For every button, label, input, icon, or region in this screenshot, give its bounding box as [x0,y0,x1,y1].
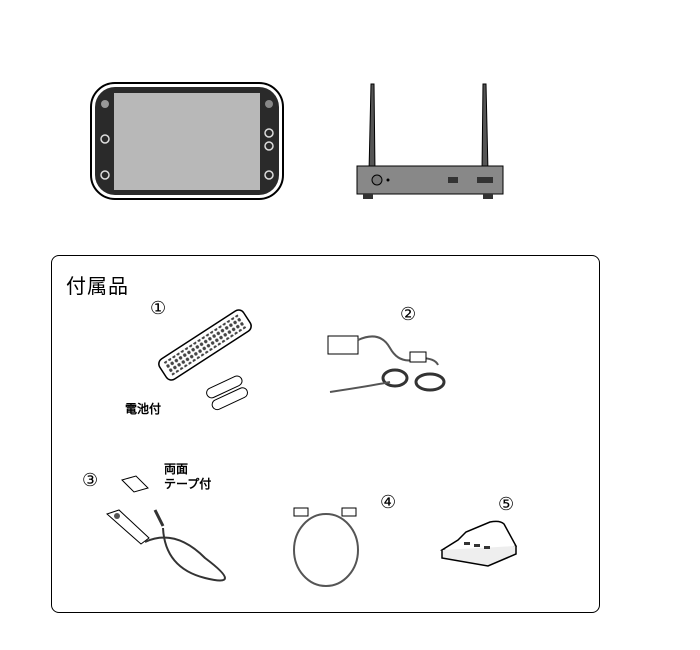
item-number-2: ② [400,304,417,325]
double-sided-tape-label-line2: テープ付 [164,477,212,491]
item-number-4: ④ [380,492,397,513]
batteries-illustration [206,375,249,411]
item-number-5: ⑤ [498,494,515,515]
accessories-panel [51,255,600,613]
remote-control-illustration [158,309,252,381]
item-number-1: ① [150,298,167,319]
tuner-illustration [356,83,504,199]
accessories-title: 付属品 [66,274,129,298]
batteries-included-label: 電池付 [125,402,162,416]
tablet-monitor-illustration [90,82,284,200]
ac-adapter-illustration [327,335,446,393]
hdmi-cable-illustration [293,507,359,587]
ir-sensor-cable-illustration [106,509,226,582]
tape-illustration [121,475,149,493]
item-number-3: ③ [82,470,99,491]
charging-stand-illustration [439,520,518,567]
double-sided-tape-label-line1: 両面 [164,462,189,476]
